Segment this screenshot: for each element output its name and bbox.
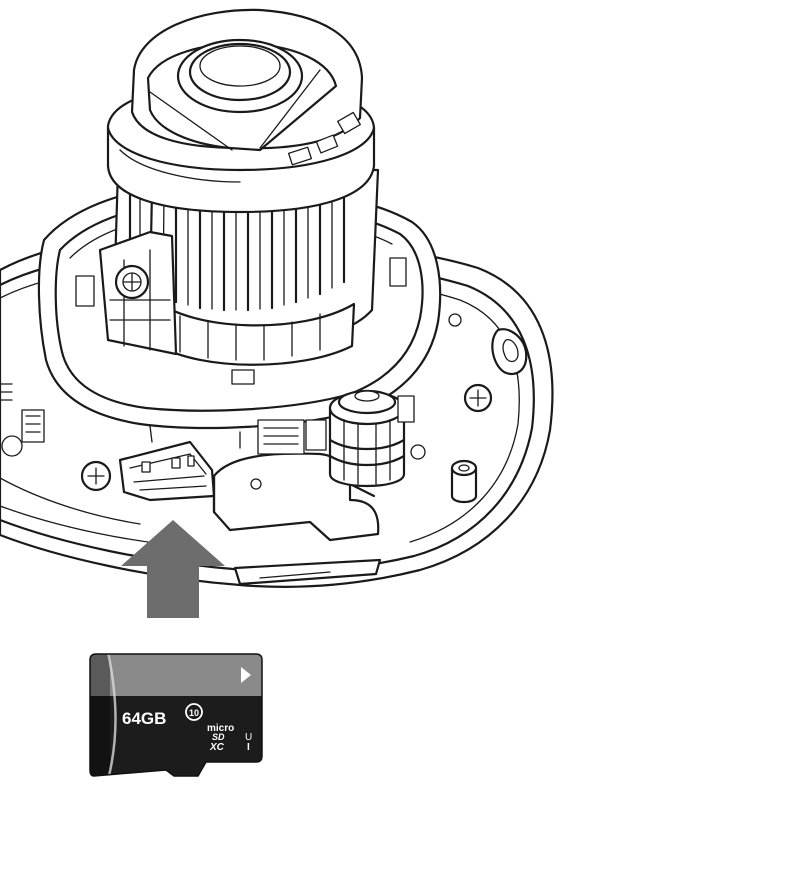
speed-class-10-icon: 10 [185, 703, 203, 721]
logo-sd: SD [212, 732, 225, 742]
logo-micro: micro [207, 723, 234, 734]
speed-class-label: 10 [189, 708, 199, 718]
microsdxc-logo: micro SD XC [207, 723, 234, 753]
uhs-mark: U [245, 732, 252, 743]
uhs-class: I [247, 742, 250, 753]
microsd-card: 64GB 10 micro SD XC U I [89, 653, 263, 777]
camera-module [98, 8, 380, 366]
card-capacity: 64GB [122, 709, 166, 728]
logo-xc: XC [209, 742, 225, 753]
cable-gland-bracket [212, 389, 415, 542]
insert-triangle-icon [241, 667, 251, 683]
insert-direction-arrow-icon [121, 520, 225, 618]
uhs-class-icon: U I [245, 732, 252, 753]
